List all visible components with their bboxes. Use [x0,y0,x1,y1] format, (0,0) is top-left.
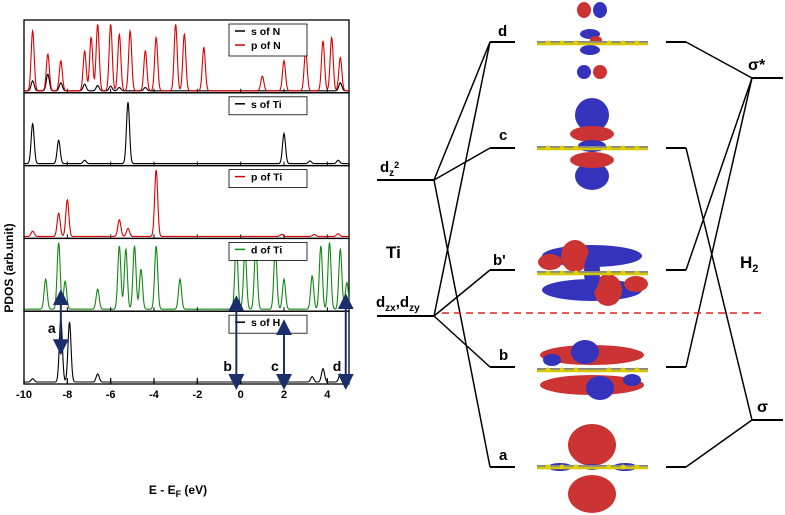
series-p-of-n [24,24,349,92]
arrow-label-b: b [223,358,232,374]
pdos-panel-2: s of Ti [23,92,350,167]
legend-entry: s of Ti [251,99,282,111]
orbital-isosurfaces [537,2,648,513]
arrow-label-a: a [48,320,56,336]
legend-entry: p of N [251,40,281,52]
x-tick-label: 4 [324,389,331,401]
sigma-star-label: σ* [748,57,766,74]
orbital-d [537,2,648,79]
legend-entry: d of Ti [251,244,282,256]
legend-box [228,23,308,57]
pdos-panels: s of N p of N s of Ti p of Ti d of Ti s of H [23,19,350,385]
pdos-panel-3: p of Ti [23,164,350,240]
pdos-panel-5: s of H [23,310,350,385]
level-label-d: d [498,23,507,40]
series-d-of-ti [24,242,350,310]
dzxdzy-label: dzx,dzy [376,294,420,314]
orbital-c [537,98,648,190]
orbital-a [537,424,648,513]
legend-entry: p of Ti [251,172,282,184]
annotation-arrows: a b c d [48,289,354,390]
level-label-b: b [499,347,508,364]
orbital-bprime [537,240,648,306]
dz2-label: dz2 [380,159,399,179]
pdos-panel-1: s of N p of N [23,19,350,94]
legend-box [228,96,308,116]
mo-levels [490,41,686,468]
x-tick-label: 2 [281,389,287,401]
level-label-a: a [499,447,508,464]
pdos-chart: s of Np of Ns of Tip of Tid of Tis of H … [2,19,354,499]
sigma-label: σ [757,399,768,416]
x-tick-label: -8 [62,389,72,401]
legend-box [228,169,308,189]
legend-box [228,241,308,261]
x-tick-label: -2 [192,389,202,401]
y-axis-label: PDOS (arb.unit) [2,223,16,312]
arrow-label-c: c [271,358,279,374]
legend-entry: s of H [251,317,280,329]
correlation-lines [433,41,753,468]
series-p-of-ti [24,169,349,237]
x-tick-label: -6 [106,389,116,401]
ti-label: Ti [386,243,401,262]
x-tick-label: -4 [149,389,160,401]
x-tick-label: -10 [16,389,32,401]
level-label-bprime: b' [493,252,506,269]
x-axis-label: E - EF (eV) [149,483,207,499]
legend-entry: s of N [251,26,280,38]
pdos-panel-4: d of Ti [23,237,350,312]
level-label-c: c [499,127,507,144]
series-s-of-ti [24,102,349,165]
orbital-interaction-diagram: Ti H2 dz2 dzx,dzy σ* σ d c b' b a [376,2,783,513]
arrow-label-d: d [333,358,342,374]
series-s-of-h [24,318,349,383]
h2-label: H2 [740,253,758,275]
mo-level-labels: d c b' b a [493,23,508,464]
orbital-b [537,340,648,400]
x-tick-label: 0 [238,389,244,401]
